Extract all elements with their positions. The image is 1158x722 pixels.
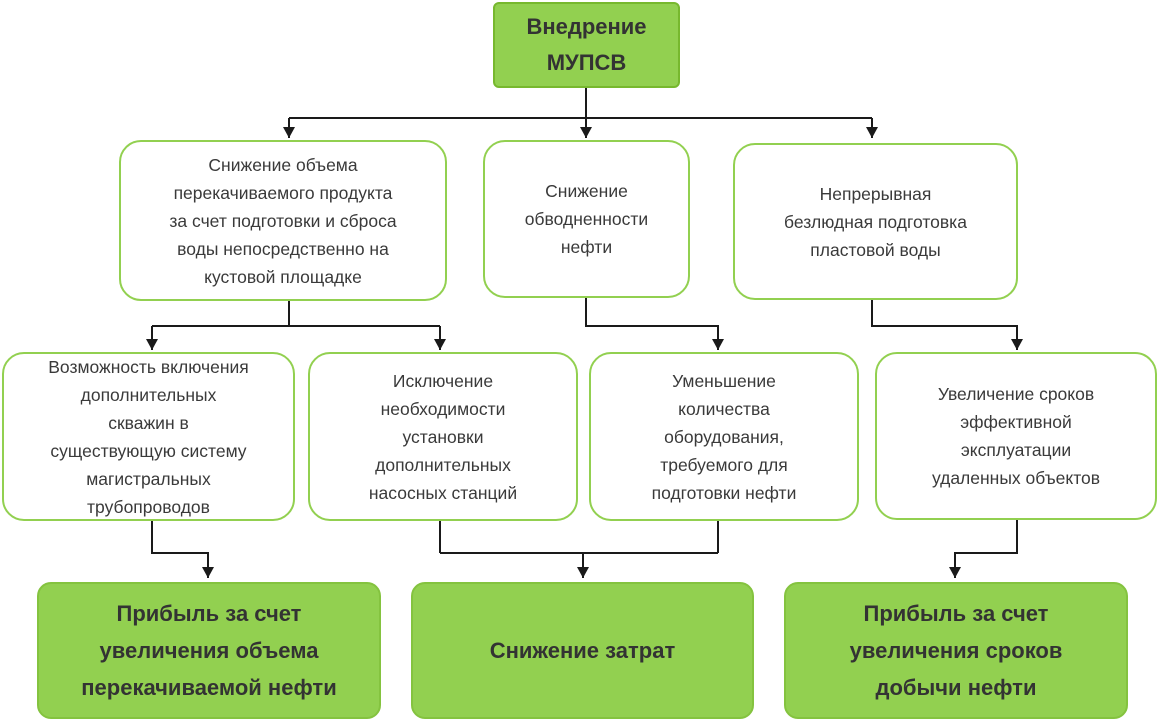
root-node: Внедрение МУПСВ [493, 2, 680, 88]
arrow-to-l2-3 [585, 298, 724, 350]
l1-node-unmanned-water-treatment: Непрерывная безлюдная подготовка пластов… [733, 143, 1018, 300]
l1-node-volume-reduction: Снижение объема перекачиваемого продукта… [119, 140, 447, 301]
l1-node-water-cut-reduction: Снижение обводненности нефти [483, 140, 690, 298]
l1-node-label: Снижение обводненности нефти [524, 181, 649, 257]
l2-node-label: Исключение необходимости установки допол… [368, 370, 518, 503]
l1-node-label: Непрерывная безлюдная подготовка пластов… [784, 183, 967, 260]
l2-node-extended-operation: Увеличение сроков эффективной эксплуатац… [875, 352, 1157, 520]
l2-node-label: Уменьшение количества оборудования, треб… [651, 370, 797, 503]
l2-node-label: Увеличение сроков эффективной эксплуатац… [931, 384, 1101, 488]
root-node-label: Внедрение МУПСВ [526, 14, 647, 75]
result-node-label: Прибыль за счет увеличения сроков добычи… [849, 601, 1063, 700]
arrow-to-result-3 [949, 520, 1018, 578]
result-node-label: Снижение затрат [489, 638, 676, 663]
l1-node-label: Снижение объема перекачиваемого продукта… [169, 154, 397, 287]
result-node-profit-duration: Прибыль за счет увеличения сроков добычи… [784, 582, 1128, 719]
result-node-cost-reduction: Снижение затрат [411, 582, 754, 719]
l2-node-additional-wells: Возможность включения дополнительных скв… [2, 352, 295, 521]
result-node-profit-volume: Прибыль за счет увеличения объема перека… [37, 582, 381, 719]
arrow-to-result-1 [151, 521, 214, 578]
arrow-to-l2-4 [871, 300, 1023, 350]
result-node-label: Прибыль за счет увеличения объема перека… [81, 601, 337, 700]
l2-node-no-pump-stations: Исключение необходимости установки допол… [308, 352, 578, 521]
l2-node-less-equipment: Уменьшение количества оборудования, треб… [589, 352, 859, 521]
l2-node-label: Возможность включения дополнительных скв… [48, 356, 249, 517]
